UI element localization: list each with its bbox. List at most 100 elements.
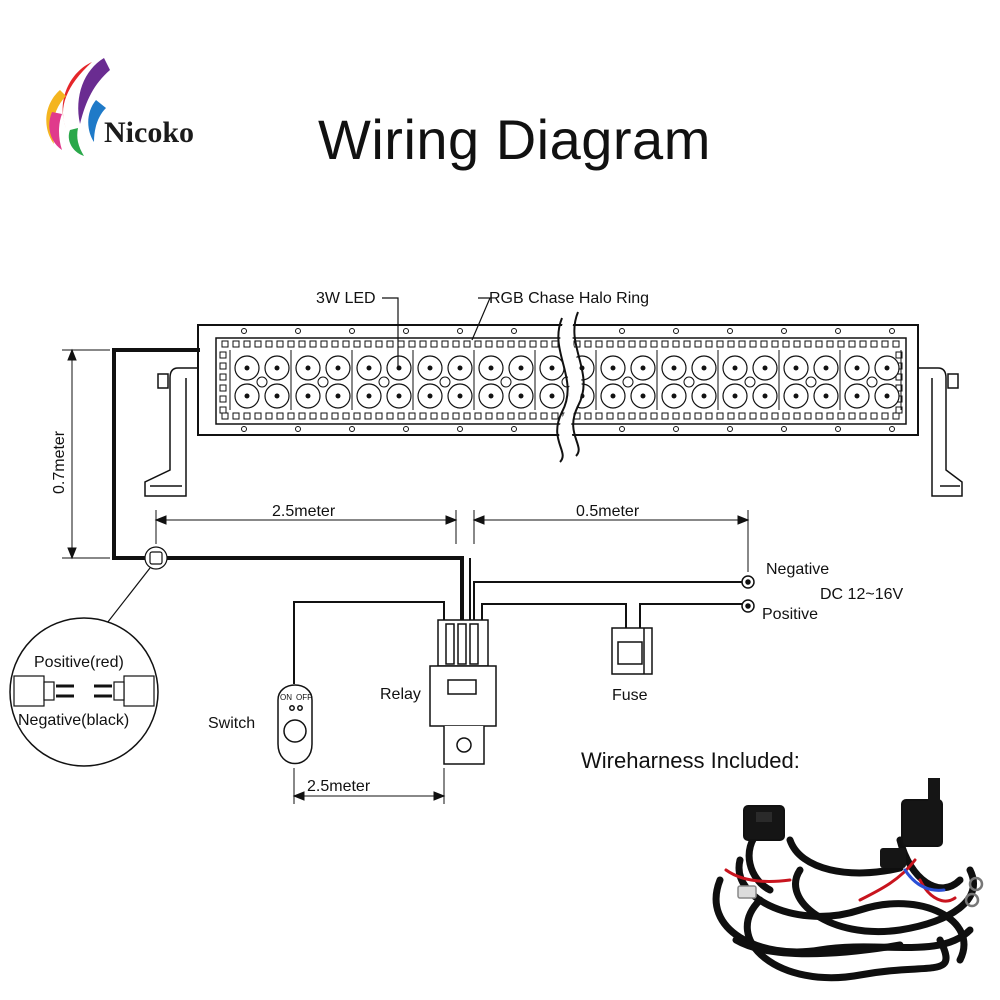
halo-segment [895, 373, 903, 381]
led-lens-small [744, 376, 756, 388]
halo-segment [848, 340, 856, 348]
halo-segment [606, 412, 614, 420]
led-chip [610, 365, 616, 371]
halo-segment [895, 406, 903, 414]
halo-segment [232, 340, 240, 348]
halo-segment [859, 412, 867, 420]
halo-segment [705, 340, 713, 348]
halo-segment [892, 340, 900, 348]
halo-segment [430, 340, 438, 348]
halo-segment [771, 412, 779, 420]
dc-voltage-label: DC 12~16V [820, 586, 904, 603]
led-lens-small [683, 376, 695, 388]
screw [889, 328, 895, 334]
halo-segment [375, 340, 383, 348]
halo-segment [683, 412, 691, 420]
callout-leaders [382, 297, 491, 368]
halo-segment [298, 412, 306, 420]
halo-segment [232, 412, 240, 420]
led-chip [427, 393, 433, 399]
halo-segment [628, 412, 636, 420]
halo-segment [837, 340, 845, 348]
screw [727, 328, 733, 334]
halo-label: RGB Chase Halo Ring [489, 290, 650, 307]
halo-segment [804, 412, 812, 420]
screw [673, 426, 679, 432]
halo-segment [694, 340, 702, 348]
halo-segment [485, 412, 493, 420]
halo-segment [353, 340, 361, 348]
halo-segment [639, 340, 647, 348]
led-chip [366, 365, 372, 371]
led-chip [884, 393, 890, 399]
connector-negative-label: Negative(black) [18, 712, 130, 729]
led-lens-small [317, 376, 329, 388]
screw [727, 426, 733, 432]
halo-segment [485, 340, 493, 348]
screw [781, 328, 787, 334]
switch [277, 684, 313, 765]
wireharness-illustration [712, 778, 984, 982]
halo-segment [661, 412, 669, 420]
halo-segment [595, 340, 603, 348]
led-chip [762, 393, 768, 399]
led-lens-small [805, 376, 817, 388]
halo-segment [716, 340, 724, 348]
screw [673, 328, 679, 334]
halo-segment [331, 412, 339, 420]
led-chip [793, 393, 799, 399]
led-chip [366, 393, 372, 399]
halo-segment [760, 340, 768, 348]
halo-segment [265, 412, 273, 420]
halo-segment [386, 340, 394, 348]
relay [429, 619, 497, 765]
connector-positive-label: Positive(red) [34, 654, 124, 671]
led-chip [671, 393, 677, 399]
switch-on-label: ON [280, 693, 292, 702]
halo-segment [276, 340, 284, 348]
halo-segment [837, 412, 845, 420]
halo-segment [793, 412, 801, 420]
halo-segment [254, 412, 262, 420]
led-chip [457, 393, 463, 399]
halo-segment [320, 340, 328, 348]
switch-label: Switch [208, 715, 256, 732]
halo-segment [650, 412, 658, 420]
halo-segment [243, 340, 251, 348]
led-chip [671, 365, 677, 371]
fuse-label: Fuse [612, 687, 648, 704]
halo-segment [749, 340, 757, 348]
halo-segment [551, 340, 559, 348]
halo-segment [441, 412, 449, 420]
led-lens-small [439, 376, 451, 388]
led-chip [335, 393, 341, 399]
length-vertical-label: 0.7meter [51, 430, 68, 494]
halo-segment [584, 340, 592, 348]
terminal-positive [741, 599, 755, 613]
right-bracket [918, 367, 963, 497]
screw [835, 426, 841, 432]
dimension-lines [62, 348, 750, 804]
halo-segment [219, 406, 227, 414]
led-chip [549, 393, 555, 399]
led-chip [640, 393, 646, 399]
led-label: 3W LED [316, 290, 376, 307]
halo-segment [309, 412, 317, 420]
halo-segment [287, 340, 295, 348]
halo-segment [219, 395, 227, 403]
halo-segment [219, 384, 227, 392]
halo-segment [507, 340, 515, 348]
led-lens-small [866, 376, 878, 388]
halo-segment [804, 340, 812, 348]
halo-segment [705, 412, 713, 420]
led-array [219, 314, 903, 464]
halo-segment [606, 340, 614, 348]
halo-segment [672, 340, 680, 348]
positive-label: Positive [762, 606, 819, 623]
halo-segment [243, 412, 251, 420]
halo-segment [617, 340, 625, 348]
screw [511, 328, 517, 334]
halo-segment [738, 412, 746, 420]
halo-segment [331, 340, 339, 348]
